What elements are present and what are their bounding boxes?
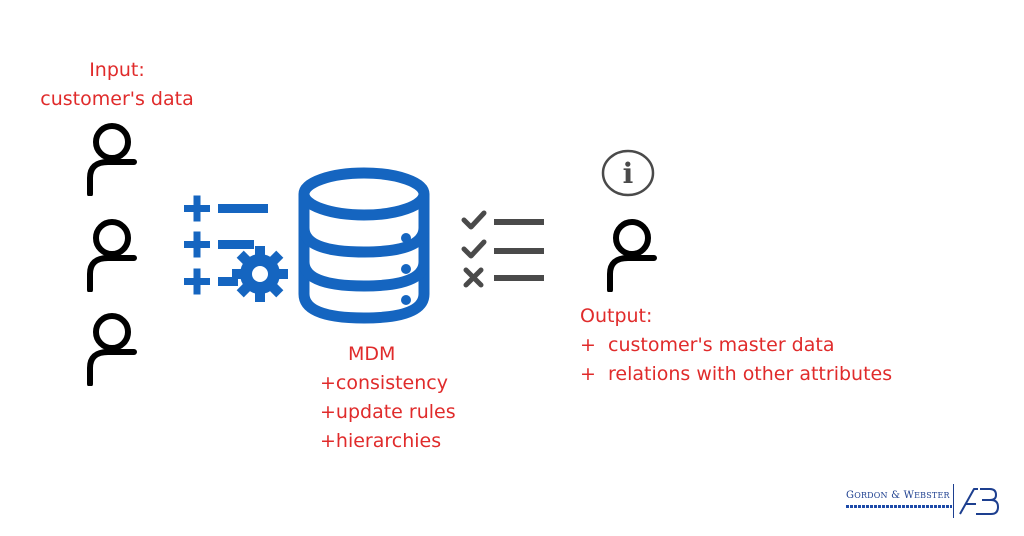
person-icon <box>87 219 137 292</box>
person-icon <box>607 219 657 292</box>
database-icon <box>298 167 430 324</box>
output-item-master-data: + customer's master data <box>580 334 835 356</box>
output-title: Output: <box>580 305 653 327</box>
info-icon: i <box>601 149 655 197</box>
person-icon <box>87 123 137 196</box>
mdm-title: MDM <box>348 343 396 365</box>
list-settings-icon <box>184 195 288 302</box>
checklist-icon <box>461 210 544 288</box>
logo-underline <box>846 505 952 508</box>
output-label: Output: + customer's master data + relat… <box>580 302 892 389</box>
input-label: Input: customer's data <box>32 56 202 114</box>
mdm-feature-consistency: +consistency <box>320 372 448 394</box>
person-icon <box>87 313 137 386</box>
mdm-feature-update-rules: +update rules <box>320 401 456 423</box>
mdm-label: MDM +consistency +update rules +hierarch… <box>320 340 456 456</box>
logo-monogram <box>959 488 999 515</box>
info-symbol: i <box>623 157 634 190</box>
input-title: Input: <box>89 59 145 81</box>
mdm-feature-hierarchies: +hierarchies <box>320 430 442 452</box>
input-subtitle: customer's data <box>40 88 194 110</box>
logo-text: GORDON & WEBSTER <box>846 490 950 501</box>
logo-divider <box>953 484 954 518</box>
output-item-relations: + relations with other attributes <box>580 363 893 385</box>
company-logo: GORDON & WEBSTER <box>846 490 952 508</box>
